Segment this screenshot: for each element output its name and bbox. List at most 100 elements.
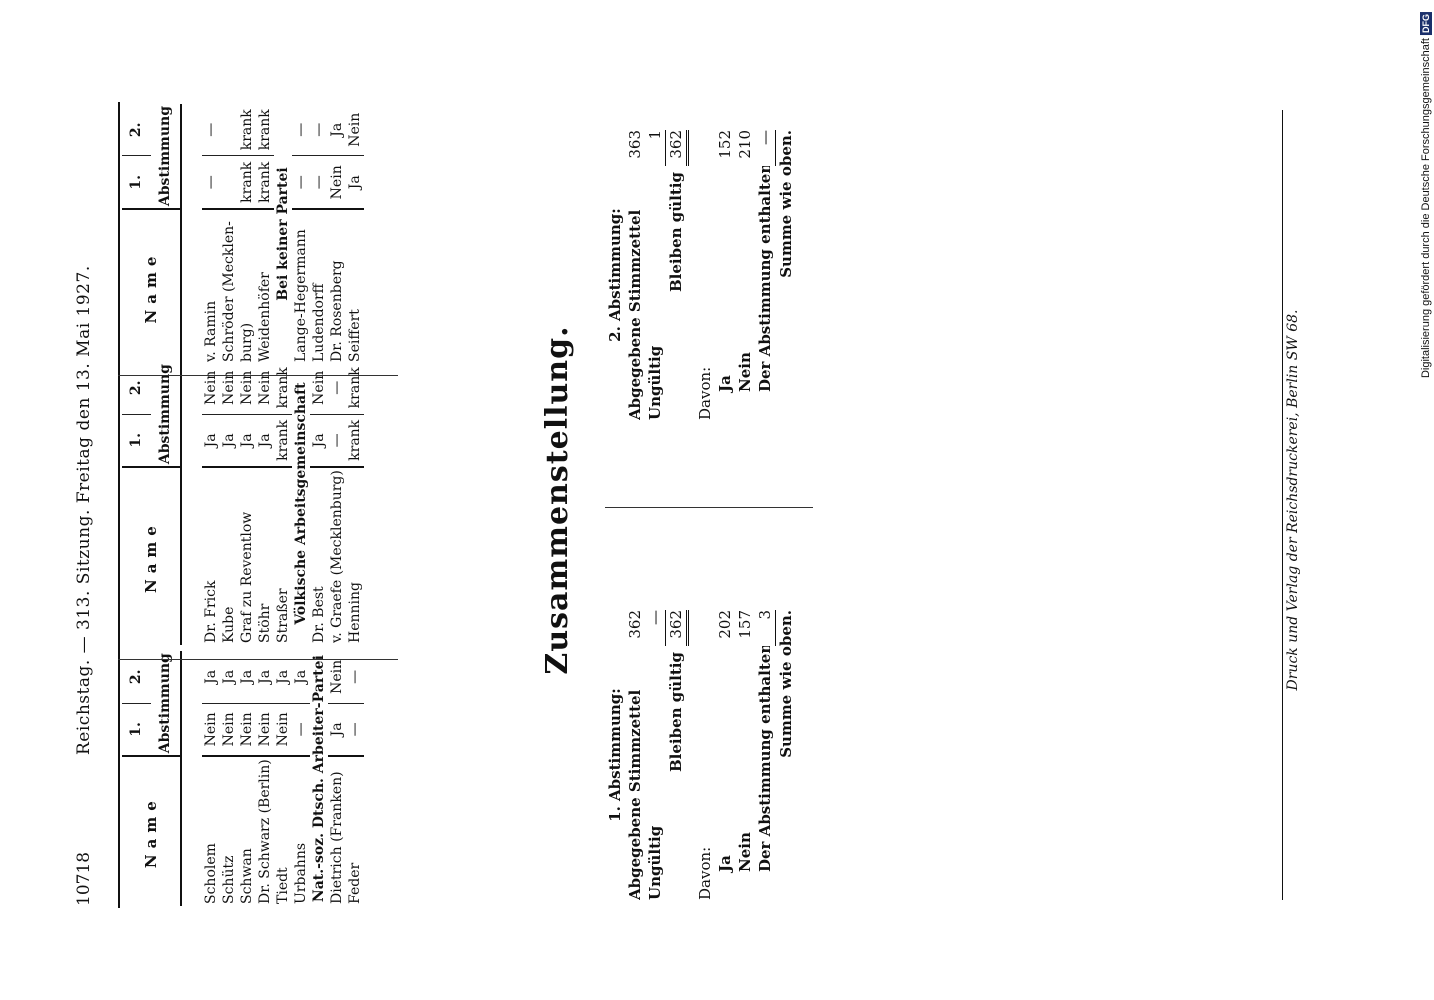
column-header-vote1: 1. [122, 155, 151, 210]
value-abgegebene: 363 [626, 130, 644, 159]
value-enthalten: — [755, 130, 776, 166]
label-bleiben: Bleiben gültig [667, 172, 685, 292]
footer-rule [1282, 110, 1283, 900]
vote-1-value: Ja [346, 155, 364, 210]
table-row: v. Ramin —— [202, 104, 220, 364]
vote-1-value: — [346, 703, 364, 757]
label-ja: Ja [716, 375, 734, 392]
column-header-caption: Abstimmung [150, 362, 181, 468]
label-enthalten: Der Abstimmung enthalten [756, 166, 774, 392]
value-bleiben: 362 [666, 610, 689, 646]
vote-1-value: Nein [202, 703, 220, 757]
member-name: Seiffert [347, 309, 363, 362]
value-nein: 210 [736, 130, 754, 159]
member-name: v. Graefe (Mecklenburg) [329, 470, 345, 643]
column-divider [118, 375, 398, 376]
label-ungueltig: Ungültig [646, 825, 664, 900]
table-row: Urbahns—Ja [292, 651, 310, 906]
vote-2-value: krank [274, 362, 292, 415]
vote-1-value: Nein [238, 703, 256, 757]
vote-2-value: Ja [328, 104, 346, 156]
vote-1-value: Ja [310, 414, 328, 468]
table-row: Lange-Hegermann—— [292, 104, 310, 364]
member-name: Schröder (Mecklen- [221, 221, 237, 362]
vote-1-value: Nein [256, 703, 274, 757]
summary-heading: 2. Abstimmung: [606, 208, 624, 342]
label-enthalten: Der Abstimmung enthalten [756, 646, 774, 872]
member-name: Dr. Schwarz (Berlin) [257, 759, 273, 904]
column-header-vote1: 1. [122, 703, 151, 757]
value-ungueltig: 1 [645, 130, 666, 166]
member-name: Feder [347, 862, 363, 904]
group-title: Bei keiner Partei [275, 167, 291, 301]
vote-2-value: Nein [202, 362, 220, 415]
column-header-vote1: 1. [122, 414, 151, 468]
group-title: Nat.-soz. Dtsch. Arbeiter-Partei [311, 655, 327, 903]
member-name: Dr. Frick [203, 580, 219, 644]
value-ja: 152 [716, 130, 734, 159]
label-davon: Davon: [696, 366, 714, 420]
vote-table-3: Name 1. 2. Abstimmung v. Ramin——Schröder… [122, 104, 364, 364]
vote-1-value [220, 155, 238, 210]
member-name: Urbahns [293, 842, 309, 904]
label-ungueltig: Ungültig [646, 345, 664, 420]
vote-2-value: — [328, 362, 346, 415]
label-abgegebene: Abgegebene Stimmzettel [626, 689, 644, 900]
value-bleiben: 362 [666, 130, 689, 166]
vote-2-value: Nein [346, 104, 364, 156]
member-name: Henning [347, 582, 363, 643]
vote-1-value: Ja [328, 703, 346, 757]
column-header-name: Name [142, 795, 160, 869]
label-summe: Summe wie oben. [777, 130, 795, 278]
column-header-caption: Abstimmung [150, 651, 181, 757]
vote-2-value: — [202, 104, 220, 156]
footer-imprint: Druck und Verlag der Reichsdruckerei, Be… [1285, 309, 1301, 691]
vote-2-value: krank [238, 104, 256, 156]
member-name: Stöhr [257, 603, 273, 643]
vote-2-value: Nein [238, 362, 256, 415]
member-name: Tiedt [275, 867, 291, 904]
summary-vote-1: 1. Abstimmung: Abgegebene Stimmzettel 362… [605, 610, 796, 900]
vote-2-value: Nein [310, 362, 328, 415]
label-bleiben: Bleiben gültig [667, 652, 685, 772]
member-name: Schwan [239, 848, 255, 904]
value-enthalten: 3 [755, 610, 776, 646]
member-name: burg) [239, 322, 255, 362]
vote-1-value: — [202, 155, 220, 210]
summary-heading: 1. Abstimmung: [606, 688, 624, 822]
vote-1-value: — [292, 703, 310, 757]
member-name: Weidenhöfer [257, 272, 273, 362]
dfg-logo: DFG [1420, 12, 1432, 35]
table-row: v. Graefe (Mecklenburg)—— [328, 362, 346, 645]
column-divider [118, 659, 398, 660]
page-title: Reichstag. — 313. Sitzung. Freitag den 1… [74, 265, 94, 755]
vote-2-value: krank [256, 104, 274, 156]
column-header-caption: Abstimmung [150, 104, 181, 210]
table-row: Schröder (Mecklen- [220, 104, 238, 364]
member-name: Lange-Hegermann [293, 229, 309, 362]
member-name: Schütz [221, 855, 237, 904]
member-name: Straßer [275, 588, 291, 643]
vote-1-value: krank [346, 414, 364, 468]
member-name: Dr. Best [311, 586, 327, 643]
member-name: Graf zu Reventlow [239, 511, 255, 643]
digitization-credit: Digitalisierung gefördert durch die Deut… [1420, 12, 1432, 378]
vote-1-value: Ja [220, 414, 238, 468]
member-name: v. Ramin [203, 300, 219, 362]
value-ungueltig: — [645, 610, 666, 646]
